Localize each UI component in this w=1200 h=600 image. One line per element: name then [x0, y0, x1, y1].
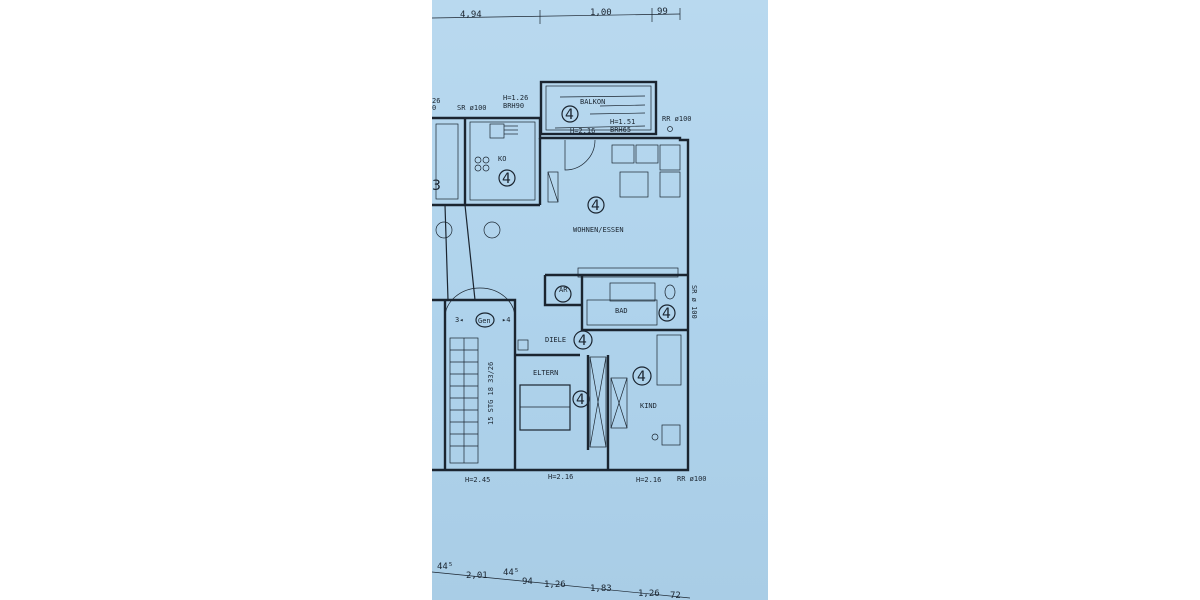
label-flat-right: ▸4 — [502, 316, 510, 324]
room-number-eltern: 4 — [576, 392, 585, 408]
label-kitchen-window: H=1.26 — [503, 94, 528, 102]
dim-top-2: 1,00 — [590, 8, 612, 18]
bathroom: AR BAD 4 — [554, 282, 676, 326]
balcony: BALKON 4 H=1.51 BRH65 H=2.16 — [539, 80, 658, 136]
room-number-bad: 4 — [662, 306, 671, 322]
label-balkon-window: H=1.51 — [610, 118, 635, 126]
kitchen: KO 4 3 — [432, 121, 559, 239]
dim-bottom-3: 44⁵ — [503, 568, 519, 578]
label-h-stair: H=2.45 — [465, 476, 490, 484]
label-diele: DIELE — [545, 336, 566, 344]
dim-bottom-2: 2,01 — [466, 571, 488, 581]
dim-bottom-8: 72 — [670, 591, 681, 600]
living-room: 4 WOHNEN/ESSEN SR ø 100 — [564, 139, 698, 319]
bedroom-eltern: ELTERN 4 — [519, 356, 628, 448]
dim-bottom-5: 1,26 — [544, 580, 566, 590]
staircase: Gen 3◂ ▸4 15 STG 18 33/26 — [444, 287, 516, 464]
room-number-balkon: 4 — [565, 107, 574, 123]
label-kitchen-sill: BRH90 — [503, 102, 524, 110]
left-unit-number: 3 — [432, 178, 441, 194]
label-sr-left: SR ø100 — [457, 104, 487, 112]
label-wohnen: WOHNEN/ESSEN — [573, 226, 624, 234]
label-eltern: ELTERN — [533, 369, 558, 377]
label-kueche: KO — [498, 155, 506, 163]
dim-bottom-6: 1,83 — [590, 584, 612, 594]
label-stairs: 15 STG 18 33/26 — [487, 362, 495, 425]
dim-top-3: 99 — [657, 7, 668, 17]
bedroom-kind: 4 KIND — [632, 334, 682, 446]
walls — [432, 116, 690, 472]
label-bad: BAD — [615, 307, 628, 315]
label-rr-top: RR ø100 — [662, 115, 692, 123]
room-number-wohnen: 4 — [591, 198, 600, 214]
dim-bottom-7: 1,26 — [638, 589, 660, 599]
label-h-kind: H=2.16 — [636, 476, 661, 484]
left-cut-label-top: 26 — [432, 97, 440, 105]
dim-bottom-4: 94 — [522, 577, 533, 587]
label-kind: KIND — [640, 402, 657, 410]
room-number-kind: 4 — [637, 369, 646, 385]
label-rr-bottom: RR ø100 — [677, 475, 707, 483]
room-number-kueche: 4 — [502, 171, 511, 187]
bottom-dimension-line: 44⁵ 2,01 44⁵ 94 1,26 1,83 1,26 72 — [431, 562, 691, 600]
dim-bottom-1: 44⁵ — [437, 562, 453, 572]
label-balkon-sill: BRH65 — [610, 126, 631, 134]
left-cut-label-bottom: 0 — [432, 104, 436, 112]
label-flat-left: 3◂ — [455, 316, 463, 324]
label-sr-right: SR ø 100 — [690, 285, 698, 319]
label-balkon-door: H=2.16 — [570, 127, 595, 135]
label-landing: Gen — [478, 317, 491, 325]
top-dimension-line: 4,94 1,00 99 — [431, 7, 681, 24]
room-number-diele: 4 — [578, 333, 587, 349]
label-balkon: BALKON — [580, 98, 605, 106]
label-h-eltern: H=2.16 — [548, 473, 573, 481]
label-ar: AR — [559, 286, 568, 294]
dim-top-1: 4,94 — [460, 10, 482, 20]
